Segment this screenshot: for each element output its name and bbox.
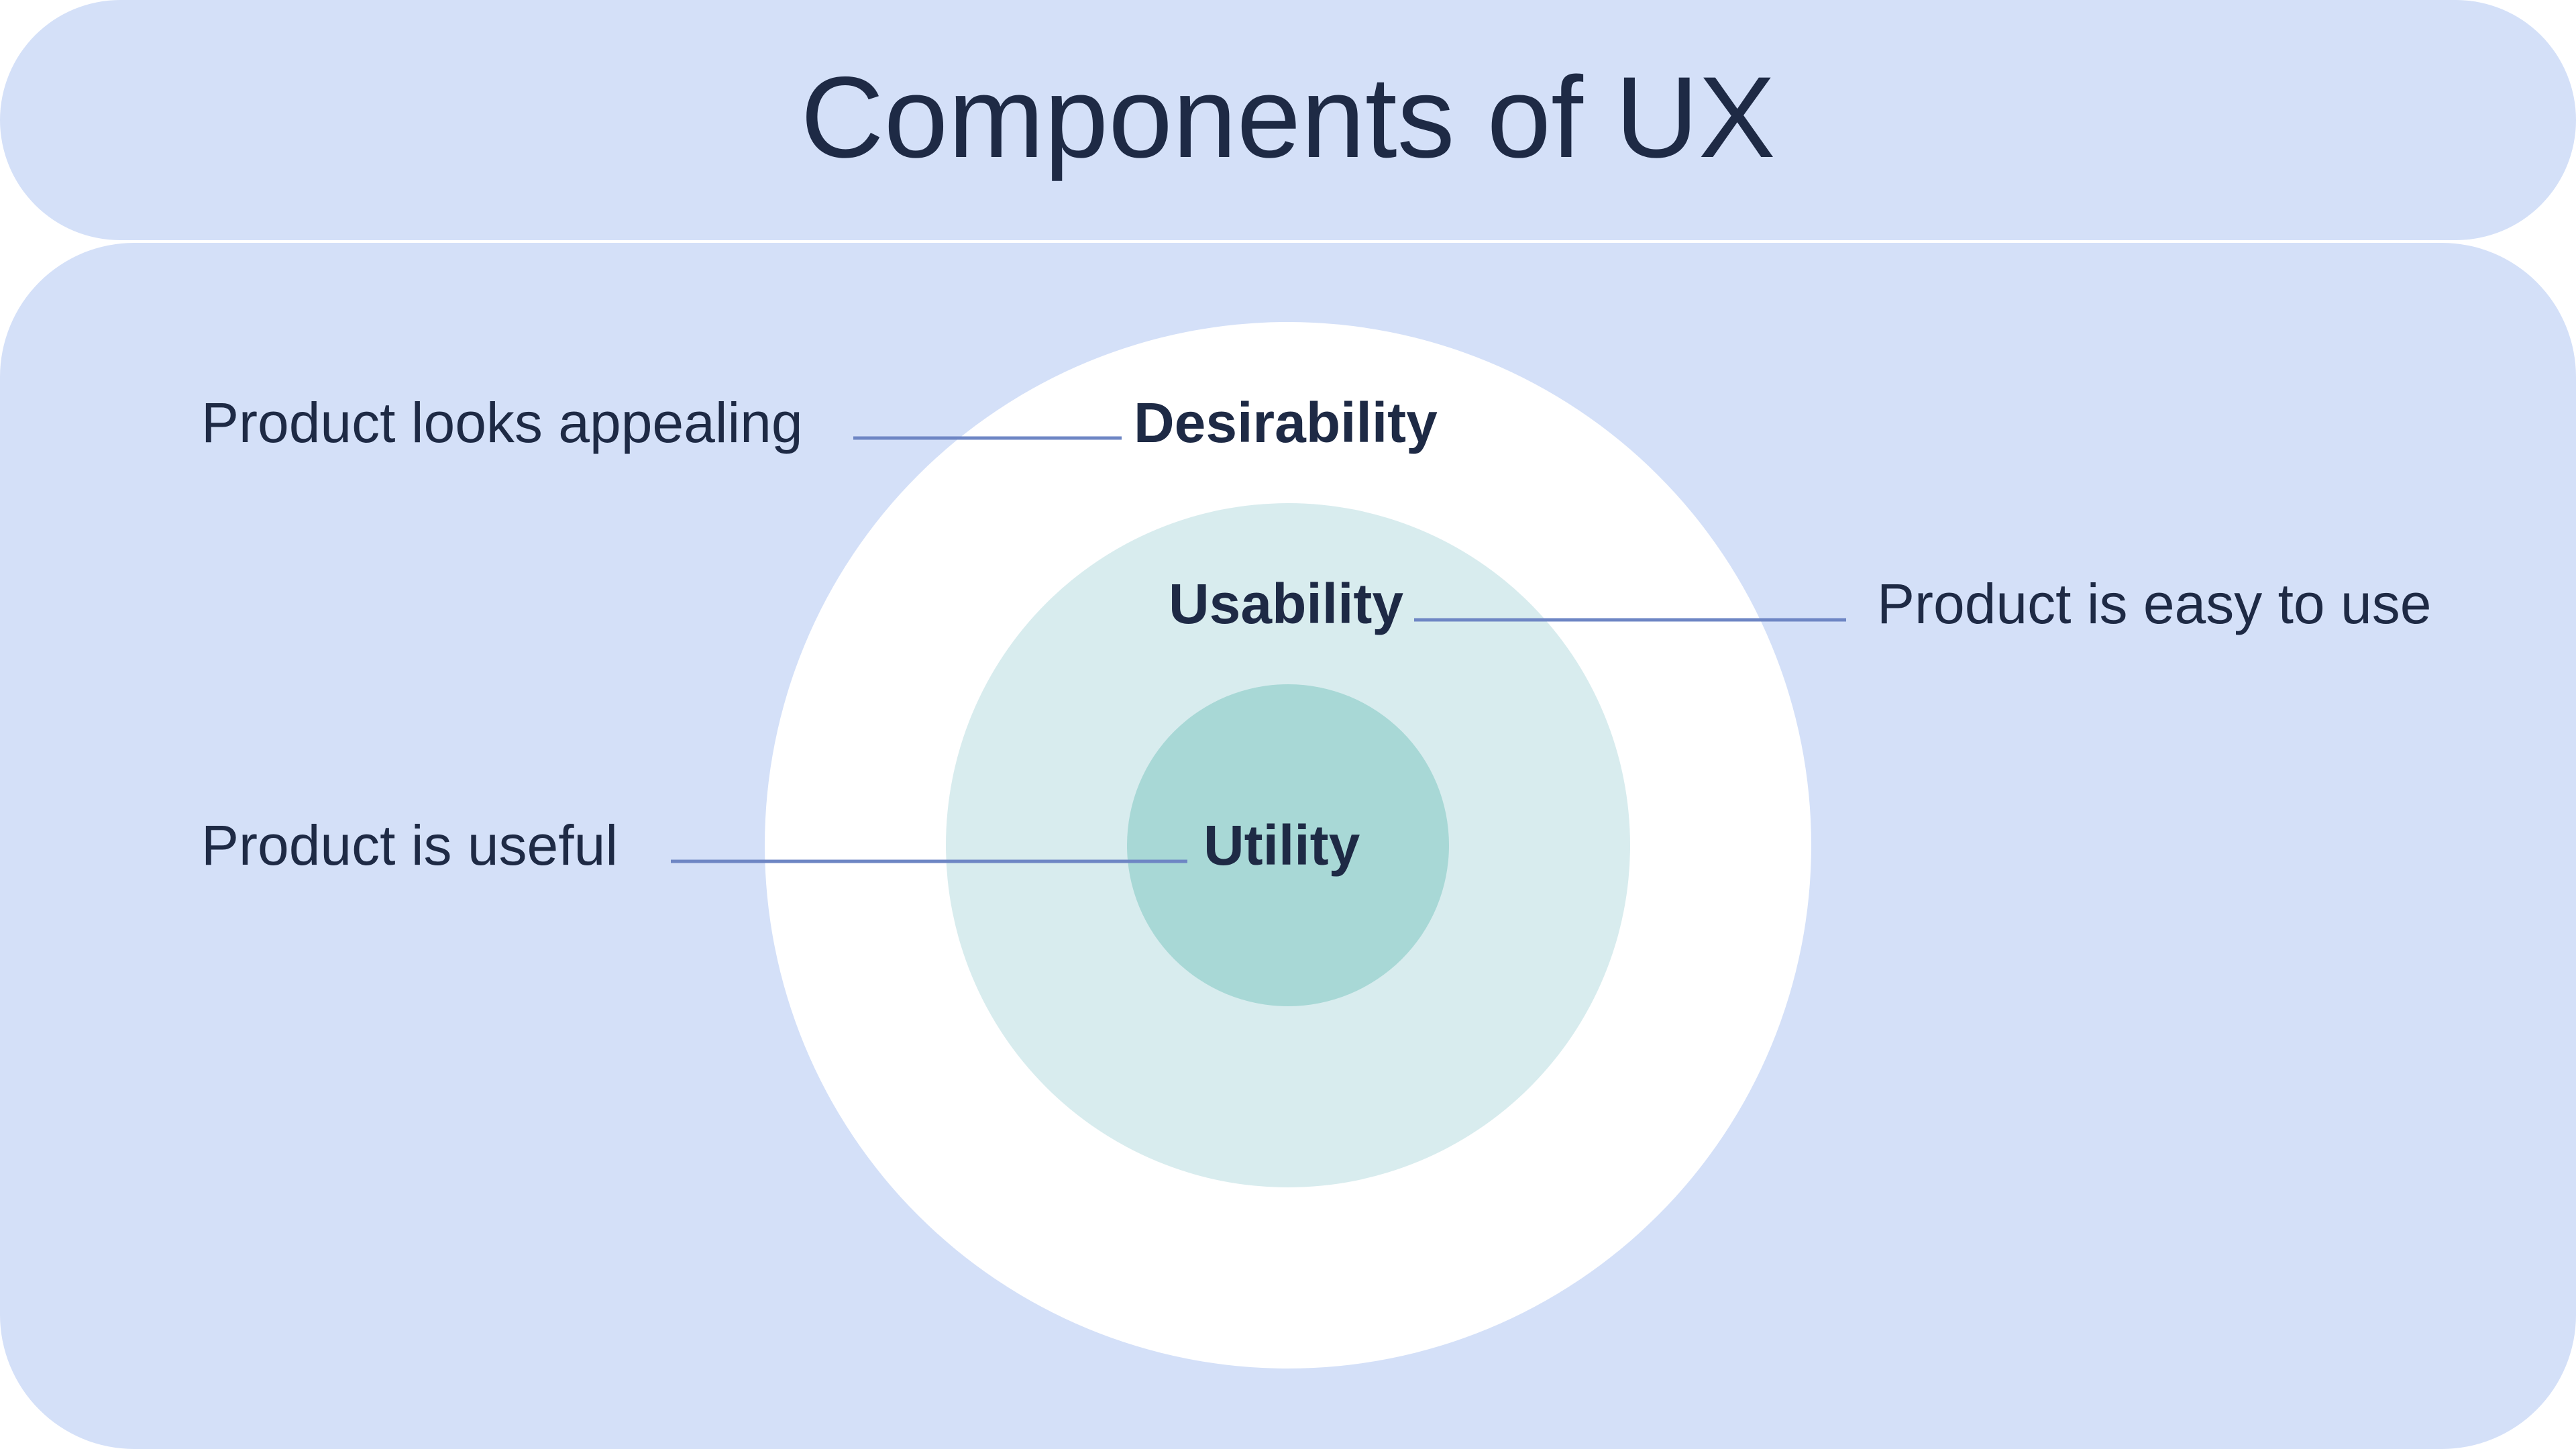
utility-description: Product is useful [201,814,618,877]
desirability-label: Desirability [1134,391,1438,454]
page-title: Components of UX [800,53,1776,182]
utility-label: Utility [1203,814,1360,877]
header-panel [0,0,2576,240]
utility-ring [1127,684,1449,1006]
usability-label: Usability [1169,572,1404,635]
usability-description: Product is easy to use [1877,572,2432,635]
desirability-description: Product looks appealing [201,391,803,454]
